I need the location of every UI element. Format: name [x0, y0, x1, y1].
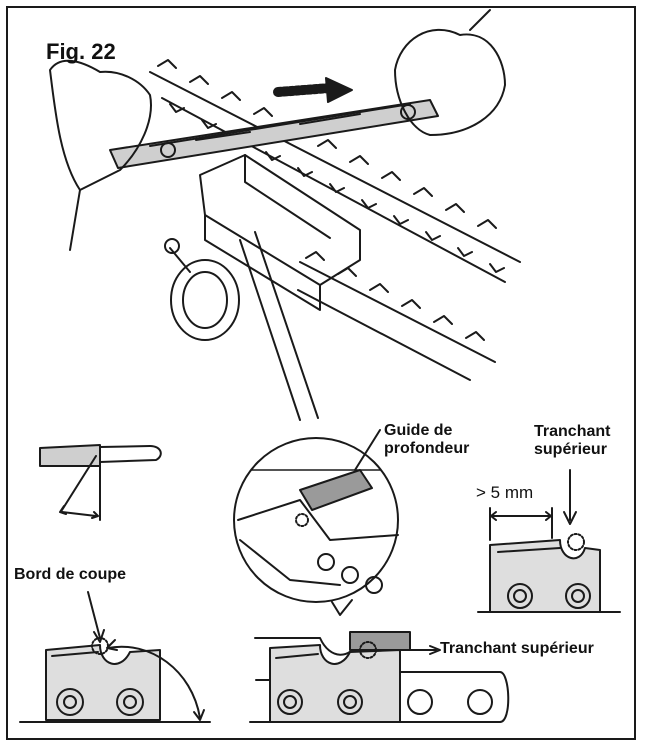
bottom-left-cutter [19, 591, 211, 723]
label-top-edge-bottom: Tranchant supérieur [440, 640, 594, 657]
figure-title: Fig. 22 [46, 39, 116, 64]
label-depth-gauge: Guide de profondeur [384, 422, 469, 457]
magnifier-detail [233, 429, 399, 616]
label-top-edge-right-line2: supérieur [534, 440, 607, 458]
lower-chain [297, 251, 496, 381]
label-depth-gauge-line2: profondeur [384, 439, 470, 457]
label-depth-gauge-line1: Guide de [384, 422, 453, 439]
depth-gauge-tool [109, 99, 439, 169]
direction-arrow-icon [273, 77, 353, 103]
vice [164, 154, 361, 421]
right-hand [394, 9, 506, 136]
left-hand [49, 59, 152, 251]
label-cutting-edge: Bord de coupe [14, 566, 127, 583]
bottom-chain-segment [249, 631, 510, 723]
label-top-edge-right: Tranchant supérieur [534, 423, 610, 458]
label-top-edge-right-line1: Tranchant [534, 423, 611, 440]
top-illustration [49, 9, 521, 421]
right-cutter [477, 469, 621, 613]
cutter-detail [39, 444, 162, 521]
label-measurement: > 5 mm [476, 483, 534, 502]
